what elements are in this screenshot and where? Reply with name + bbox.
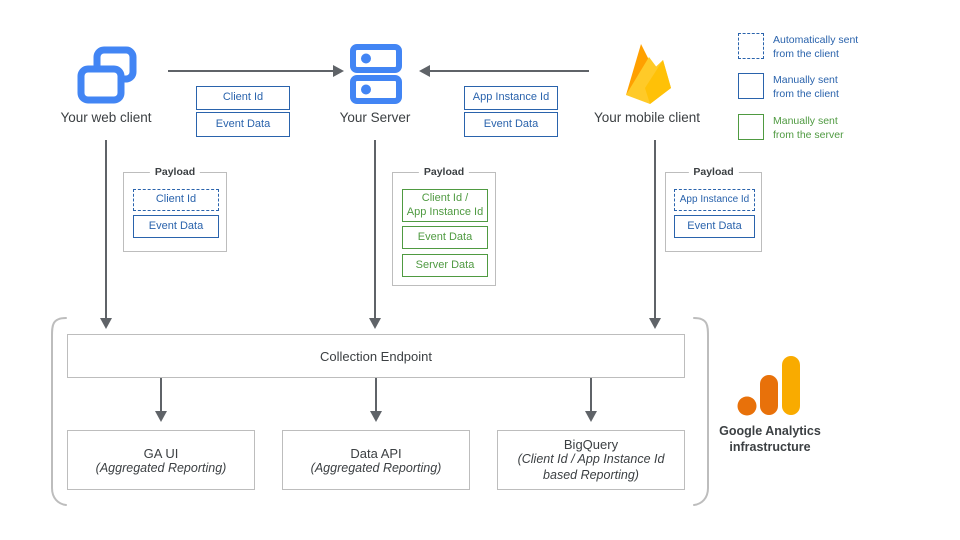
destination-bigquery-title: BigQuery — [563, 436, 619, 452]
arrow-web-to-server-head — [333, 64, 344, 77]
transfer-web-client-id: Client Id — [196, 86, 290, 110]
payload-server: Payload Client Id / App Instance Id Even… — [392, 166, 496, 286]
payload-server-title: Payload — [418, 166, 470, 178]
transfer-mobile-app-instance-id: App Instance Id — [464, 86, 558, 110]
arrow-mobile-to-server-head — [419, 64, 430, 77]
legend-label-automatically-sent-client: Automatically sent from the client — [773, 34, 859, 61]
arrow-web-to-endpoint-head — [99, 318, 112, 329]
arrow-endpoint-to-bigquery-line — [590, 378, 593, 414]
arrow-endpoint-to-ga-ui-line — [160, 378, 163, 414]
payload-server-item-server-data: Server Data — [402, 254, 488, 277]
payload-mobile-item-app-instance-id: App Instance Id — [674, 189, 755, 211]
legend-item-manually-sent-server: Manually sent from the server — [738, 114, 844, 142]
payload-web-item-event-data: Event Data — [133, 215, 219, 238]
payload-mobile-client-title: Payload — [688, 166, 739, 178]
transfer-web-event-data: Event Data — [196, 112, 290, 137]
destination-data-api-box[interactable]: Data API (Aggregated Reporting) — [282, 430, 470, 490]
payload-mobile-item-event-data: Event Data — [674, 215, 755, 238]
arrow-mobile-to-server-line — [430, 70, 589, 73]
server-label: Your Server — [339, 110, 411, 125]
destination-bigquery-subtitle: (Client Id / App Instance Id based Repor… — [517, 451, 665, 482]
destination-data-api-title: Data API — [350, 445, 402, 461]
arrow-endpoint-to-bigquery-head — [584, 411, 597, 422]
legend-item-automatically-sent-client: Automatically sent from the client — [738, 33, 858, 61]
payload-mobile-client: Payload App Instance Id Event Data — [665, 166, 762, 252]
server-racks-icon — [349, 44, 405, 111]
transfer-mobile-event-data: Event Data — [464, 112, 558, 137]
google-analytics-caption: Google Analytics infrastructure — [719, 424, 821, 455]
legend-swatch-solid-blue-icon — [738, 73, 764, 99]
destination-ga-ui-box[interactable]: GA UI (Aggregated Reporting) — [67, 430, 255, 490]
collection-endpoint-box[interactable]: Collection Endpoint — [67, 334, 685, 378]
destination-ga-ui-subtitle: (Aggregated Reporting) — [95, 460, 227, 475]
destination-data-api-subtitle: (Aggregated Reporting) — [310, 460, 442, 475]
payload-server-item-id: Client Id / App Instance Id — [402, 189, 488, 222]
arrow-mobile-to-endpoint-line — [654, 140, 657, 322]
destination-bigquery-box[interactable]: BigQuery (Client Id / App Instance Id ba… — [497, 430, 685, 490]
arrow-endpoint-to-ga-ui-head — [154, 411, 167, 422]
arrow-endpoint-to-data-api-head — [369, 411, 382, 422]
arrow-server-to-endpoint-head — [368, 318, 381, 329]
legend-item-manually-sent-client: Manually sent from the client — [738, 73, 839, 101]
payload-server-item-event-data: Event Data — [402, 226, 488, 249]
payload-web-item-client-id: Client Id — [133, 189, 219, 211]
google-analytics-logo — [737, 355, 803, 422]
arrow-endpoint-to-data-api-line — [375, 378, 378, 414]
arrow-server-to-endpoint-line — [374, 140, 377, 322]
legend-swatch-solid-green-icon — [738, 114, 764, 140]
firebase-flame-icon — [617, 38, 679, 115]
mobile-client-label: Your mobile client — [593, 110, 701, 125]
arrow-web-to-endpoint-line — [105, 140, 108, 322]
payload-web-client-title: Payload — [149, 166, 201, 178]
infrastructure-bracket — [51, 317, 709, 506]
web-client-icon — [74, 42, 140, 113]
web-client-label: Your web client — [60, 110, 152, 125]
arrow-web-to-server-line — [168, 70, 334, 73]
destination-ga-ui-title: GA UI — [143, 445, 179, 461]
legend-label-manually-sent-server: Manually sent from the server — [773, 115, 844, 142]
payload-web-client: Payload Client Id Event Data — [123, 166, 227, 252]
arrow-mobile-to-endpoint-head — [648, 318, 661, 329]
legend-label-manually-sent-client: Manually sent from the client — [773, 74, 839, 101]
legend-swatch-dashed-blue-icon — [738, 33, 764, 59]
